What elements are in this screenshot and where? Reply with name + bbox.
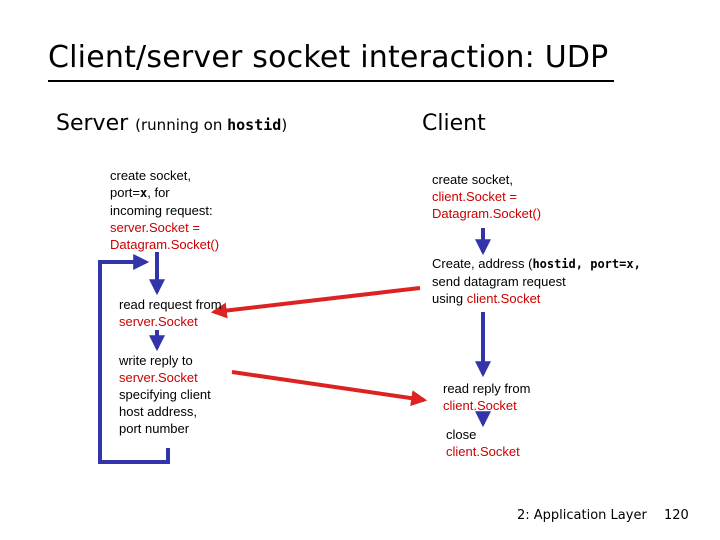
step-text: close xyxy=(446,427,477,442)
server-running-on: (running on xyxy=(135,116,228,134)
server-loop-arrow xyxy=(98,254,170,464)
step-text: specifying client xyxy=(119,387,211,402)
server-socket-code: Datagram.Socket() xyxy=(110,237,220,252)
create-address-label: Create, address ( xyxy=(432,256,533,271)
step-text: using client.Socket xyxy=(432,290,641,307)
port-label: port= xyxy=(110,185,140,200)
server-socket-code: server.Socket xyxy=(119,314,198,329)
step-text: send datagram request xyxy=(432,274,566,289)
server-create-socket-step: create socket, port=x, for incoming requ… xyxy=(110,167,219,253)
step-text: port number xyxy=(119,421,190,436)
client-send-request-step: Create, address (hostid, port=x, send da… xyxy=(432,255,641,307)
step-text: Create, address (hostid, port=x, xyxy=(432,255,641,273)
port-suffix: , for xyxy=(147,185,170,200)
client-create-socket-step: create socket, client.Socket = Datagram.… xyxy=(432,171,541,222)
server-socket-code: server.Socket = xyxy=(110,220,200,235)
reply-message-arrow xyxy=(231,370,428,407)
port-value: x xyxy=(140,186,148,200)
server-header: Server (running on hostid) xyxy=(56,110,287,139)
step-text: read reply from xyxy=(443,381,531,396)
step-text: create socket, xyxy=(110,168,191,183)
client-socket-code: client.Socket = xyxy=(432,189,517,204)
client-socket-code: Datagram.Socket() xyxy=(432,206,542,221)
footer-section-label: 2: Application Layer xyxy=(517,508,647,523)
client-socket-code: client.Socket xyxy=(446,444,520,459)
client-read-reply-step: read reply from client.Socket xyxy=(443,380,530,414)
page-title: Client/server socket interaction: UDP xyxy=(48,40,609,75)
server-write-reply-step: write reply to server.Socket specifying … xyxy=(119,352,211,437)
step-text: create socket, xyxy=(432,172,513,187)
server-socket-code: server.Socket xyxy=(119,370,198,385)
server-hostid: hostid xyxy=(227,116,282,134)
step-text: incoming request: xyxy=(110,203,213,218)
client-socket-code: client.Socket xyxy=(443,398,517,413)
server-read-request-step: read request from server.Socket xyxy=(119,296,222,330)
page-number: 120 xyxy=(664,508,689,523)
step-text: write reply to xyxy=(119,353,193,368)
server-paren-close: ) xyxy=(281,116,288,134)
step-text: host address, xyxy=(119,404,198,419)
server-label: Server xyxy=(56,111,129,136)
client-header: Client xyxy=(422,111,486,136)
title-underline xyxy=(48,80,614,82)
request-message-arrow xyxy=(210,286,421,319)
client-socket-code: client.Socket xyxy=(466,291,541,306)
step-text: port=x, for xyxy=(110,184,219,202)
address-code: hostid, port=x, xyxy=(532,257,641,271)
step-text: read request from xyxy=(119,297,222,312)
using-label: using xyxy=(432,291,467,306)
client-close-step: close client.Socket xyxy=(446,426,520,460)
